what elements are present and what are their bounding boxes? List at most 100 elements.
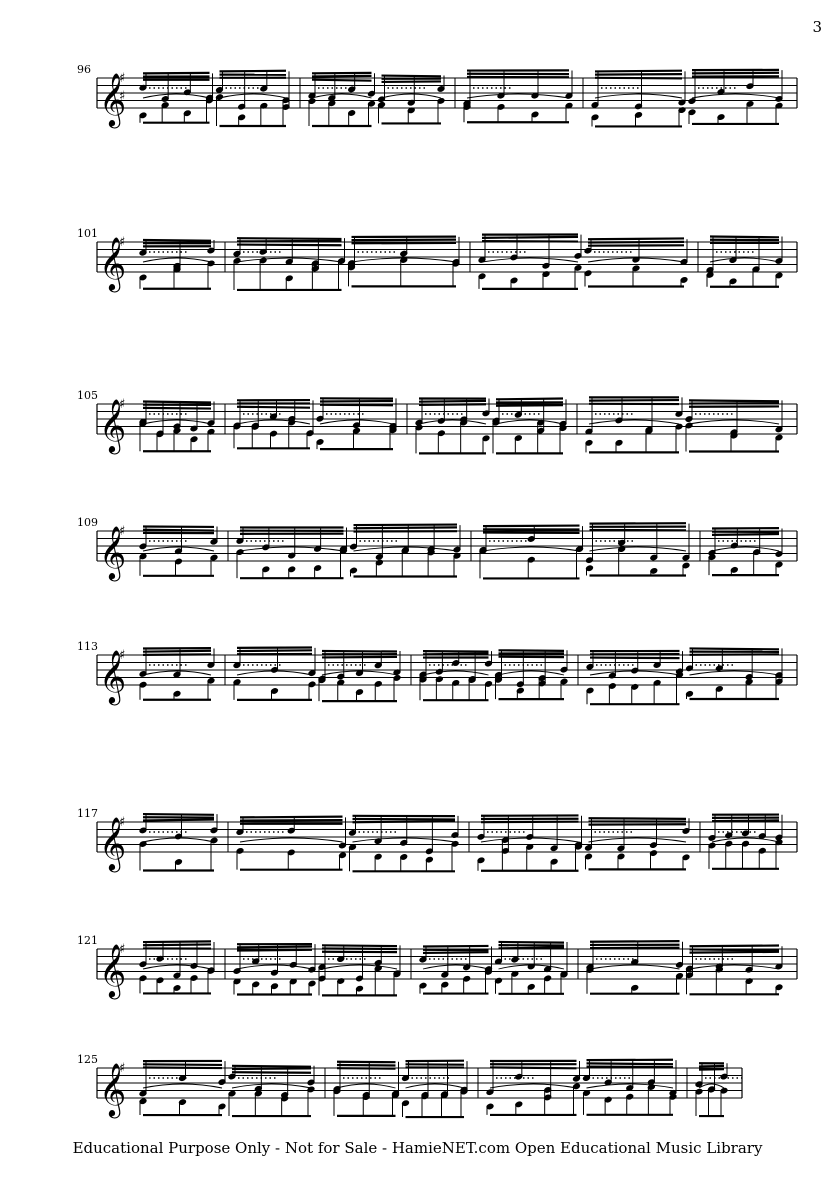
note-head: [393, 675, 401, 681]
tie: [498, 964, 565, 970]
note-head: [252, 958, 260, 965]
note-head: [407, 107, 415, 114]
note-head: [435, 676, 444, 683]
note-head: [650, 554, 658, 561]
beam: [594, 76, 683, 80]
note-head: [584, 270, 592, 277]
tie: [588, 837, 687, 843]
beam: [142, 812, 215, 816]
note-head: [451, 832, 459, 838]
beam: [236, 948, 313, 952]
beam: [587, 237, 685, 241]
tie: [142, 1083, 223, 1089]
staff-system: 121𝄞♯: [77, 934, 798, 999]
note-head: [355, 975, 364, 982]
note-head: [717, 88, 725, 95]
tie: [586, 1083, 674, 1089]
note-head: [647, 1079, 656, 1086]
note-head: [348, 829, 357, 836]
note-head: [419, 982, 427, 989]
beam: [381, 80, 442, 84]
note-head: [401, 1100, 410, 1107]
note-head: [190, 975, 198, 981]
note-head: [233, 968, 241, 974]
note-head: [653, 679, 661, 686]
note-head: [285, 258, 293, 265]
note-head: [634, 103, 643, 110]
tie: [311, 93, 372, 99]
note-head: [139, 961, 147, 968]
note-head: [218, 1079, 226, 1085]
note-head: [287, 827, 295, 834]
beam: [689, 944, 780, 948]
note-head: [139, 1098, 147, 1105]
tie: [321, 964, 398, 970]
treble-clef-icon: 𝄞: [99, 816, 126, 872]
beam: [142, 1066, 223, 1070]
sharp-icon: ♯: [119, 1061, 125, 1076]
beam: [495, 404, 564, 407]
note-head: [720, 1087, 728, 1094]
tie: [239, 837, 343, 843]
note-head: [306, 430, 314, 437]
note-head: [139, 841, 147, 847]
note-head: [400, 250, 408, 257]
note-head: [311, 260, 320, 267]
beam: [588, 817, 687, 820]
note-head: [617, 853, 625, 860]
note-head: [682, 854, 690, 861]
staff-system: 109𝄞♯: [77, 516, 798, 581]
note-head: [316, 415, 324, 422]
treble-clef-icon: 𝄞: [99, 398, 126, 454]
tie: [142, 419, 212, 425]
tie: [418, 419, 487, 425]
note-head: [139, 84, 147, 91]
note-head: [717, 114, 725, 120]
beam: [142, 71, 210, 75]
sharp-icon: ♯: [119, 524, 125, 539]
note-head: [685, 416, 693, 422]
note-head: [400, 257, 408, 263]
tie: [236, 670, 313, 676]
beam: [142, 528, 215, 532]
note-head: [236, 847, 244, 854]
tie: [587, 257, 685, 263]
note-head: [775, 561, 783, 568]
beam: [231, 1067, 312, 1071]
note-head: [254, 1085, 263, 1092]
beam: [418, 399, 487, 403]
note-head: [389, 427, 397, 434]
note-head: [139, 274, 147, 281]
note-head: [608, 683, 617, 689]
note-head: [282, 104, 290, 110]
note-head: [715, 966, 724, 973]
note-head: [210, 538, 218, 545]
note-head: [313, 565, 322, 571]
note-head: [631, 984, 639, 991]
note-head: [494, 977, 503, 984]
note-head: [574, 264, 582, 271]
tie: [142, 964, 212, 970]
note-head: [685, 972, 694, 979]
note-head: [207, 662, 215, 668]
note-head: [650, 567, 658, 574]
tie: [594, 93, 683, 99]
note-head: [183, 89, 192, 96]
note-head: [285, 275, 293, 282]
beam: [236, 243, 342, 247]
page-number: 3: [812, 18, 822, 36]
tie: [351, 257, 457, 263]
note-head: [463, 100, 471, 107]
note-head: [536, 427, 545, 434]
sharp-icon: ♯: [119, 89, 125, 104]
beam: [589, 656, 680, 660]
note-head: [758, 847, 766, 854]
tie: [711, 546, 780, 552]
note-head: [752, 266, 760, 273]
note-head: [775, 839, 783, 846]
note-head: [207, 420, 215, 426]
note-head: [695, 1088, 703, 1095]
tie: [142, 546, 215, 552]
beam: [336, 1063, 396, 1067]
sharp-icon: ♯: [119, 648, 125, 663]
